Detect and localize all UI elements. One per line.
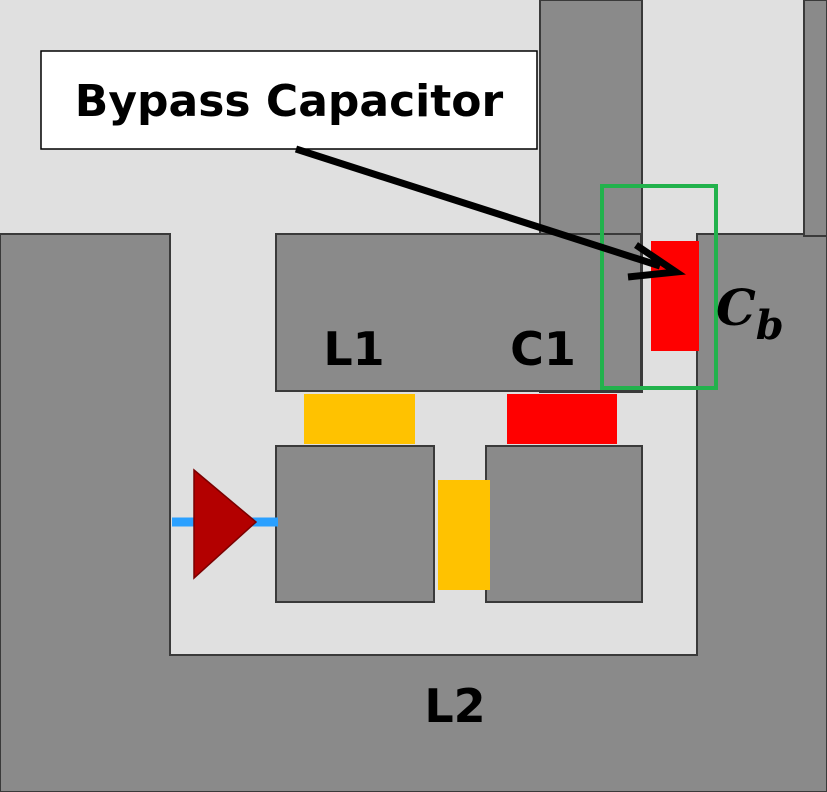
label-l2: L2 (424, 679, 485, 733)
label-cb-sub: b (756, 302, 784, 349)
callout-text: Bypass Capacitor (75, 76, 504, 127)
label-l1: L1 (323, 322, 384, 376)
label-c1: C1 (510, 322, 576, 376)
callout-arrowhead (627, 242, 686, 281)
port-triangle (193, 468, 258, 580)
capacitor-c1 (507, 394, 617, 444)
callout-arrow-line (294, 145, 662, 270)
inductor-l1 (304, 394, 415, 444)
label-cb: Cb (716, 278, 784, 349)
highlight-box (600, 184, 718, 390)
inductor-series (438, 480, 490, 590)
upper-metal-plate (275, 233, 642, 392)
callout-box (40, 50, 538, 150)
label-cb-main: C (716, 278, 756, 337)
lower-left-pad (275, 445, 435, 603)
right-metal-strip (803, 0, 827, 237)
ground-metal-frame (0, 233, 827, 792)
lower-right-pad (485, 445, 643, 603)
